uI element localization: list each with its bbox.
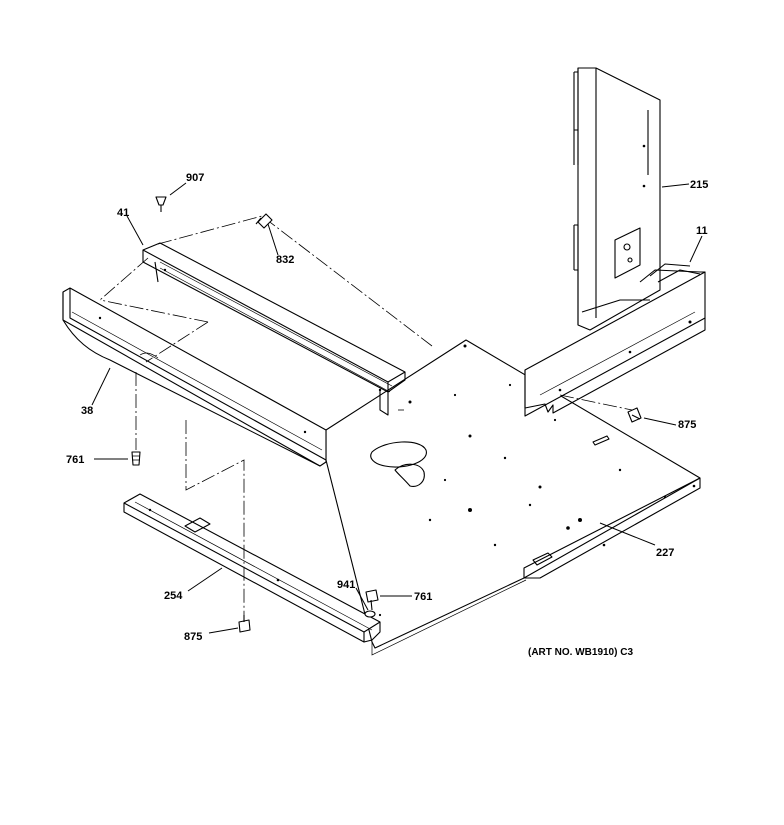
bracket-41 (142, 242, 406, 416)
label-41: 41 (117, 207, 129, 219)
leader-lines (91, 182, 703, 634)
screw-832 (255, 213, 273, 229)
label-761-left: 761 (66, 454, 84, 466)
label-875-bottom: 875 (184, 631, 202, 643)
label-254: 254 (164, 590, 183, 602)
label-875-right: 875 (678, 419, 696, 431)
art-number: (ART NO. WB1910) C3 (528, 647, 633, 658)
label-215: 215 (690, 179, 708, 191)
label-832: 832 (276, 254, 294, 266)
label-907: 907 (186, 172, 204, 184)
screw-761-left (131, 451, 141, 466)
base-plate-227 (325, 339, 701, 656)
screw-875-right (627, 407, 642, 423)
screw-761-bottom (365, 589, 379, 611)
trim-panel-38 (62, 287, 327, 467)
label-11: 11 (696, 225, 708, 237)
label-941: 941 (337, 579, 355, 591)
alignment-lines (99, 215, 633, 620)
label-38: 38 (81, 405, 93, 417)
washer-941 (364, 610, 376, 618)
screw-907 (155, 196, 167, 212)
screw-875-bottom (238, 615, 251, 633)
label-227: 227 (656, 547, 674, 559)
bracket-11 (524, 263, 706, 417)
label-761-bottom: 761 (414, 591, 432, 603)
side-panel-215 (573, 67, 661, 331)
